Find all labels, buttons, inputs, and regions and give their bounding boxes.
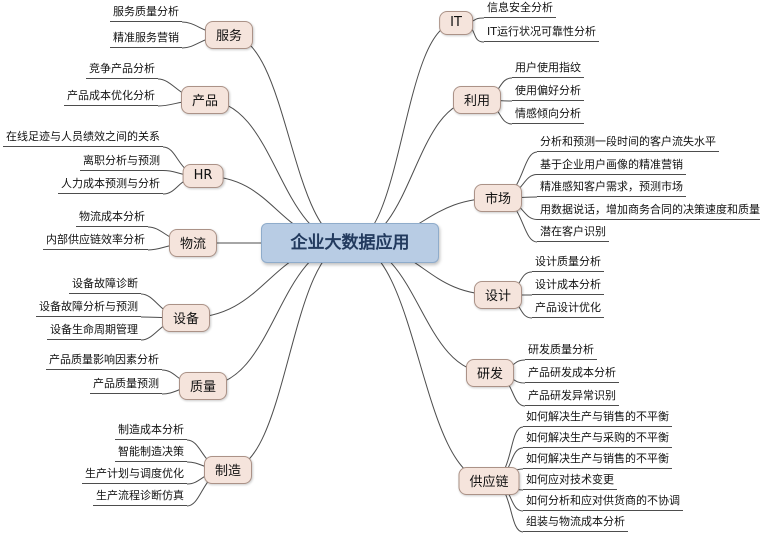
leaf-topic[interactable]: 设备生命周期管理 <box>47 320 141 340</box>
leaf-topic[interactable]: 产品研发异常识别 <box>525 386 619 406</box>
leaf-topic[interactable]: 产品研发成本分析 <box>525 363 619 383</box>
branch-topic-left-3[interactable]: 物流 <box>168 229 218 257</box>
leaf-topic[interactable]: 生产流程诊断仿真 <box>93 486 187 506</box>
branch-topic-right-3[interactable]: 设计 <box>473 281 523 309</box>
leaf-topic[interactable]: IT运行状况可靠性分析 <box>484 22 599 42</box>
connector-line <box>202 242 351 387</box>
leaf-topic[interactable]: 组装与物流成本分析 <box>523 512 628 532</box>
leaf-topic[interactable]: 设计成本分析 <box>532 275 604 295</box>
leaf-topic[interactable]: 如何解决生产与销售的不平衡 <box>523 407 672 427</box>
branch-topic-right-5[interactable]: 供应链 <box>458 467 520 495</box>
leaf-topic[interactable]: 分析和预测一段时间的客户流失水平 <box>537 132 719 152</box>
branch-topic-right-0[interactable]: IT <box>439 11 473 35</box>
branch-topic-left-1[interactable]: 产品 <box>180 86 230 114</box>
leaf-topic[interactable]: 基于企业用户画像的精准营销 <box>537 155 686 175</box>
leaf-topic[interactable]: 精准服务营销 <box>110 28 182 48</box>
branch-topic-left-5[interactable]: 质量 <box>178 372 228 400</box>
leaf-topic[interactable]: 产品质量影响因素分析 <box>46 350 162 370</box>
leaf-topic[interactable]: 用户使用指纹 <box>512 58 584 78</box>
leaf-topic[interactable]: 竞争产品分析 <box>86 59 158 79</box>
leaf-topic[interactable]: 设计质量分析 <box>532 252 604 272</box>
leaf-topic[interactable]: 用数据说话，增加商务合同的决策速度和质量 <box>537 200 760 220</box>
leaf-topic[interactable]: 如何应对技术变更 <box>523 470 617 490</box>
leaf-topic[interactable]: 情感倾向分析 <box>512 104 584 124</box>
branch-topic-right-1[interactable]: 利用 <box>452 86 502 114</box>
branch-topic-left-2[interactable]: HR <box>182 164 224 188</box>
leaf-topic[interactable]: 产品设计优化 <box>532 298 604 318</box>
connector-line <box>204 99 351 244</box>
branch-topic-left-0[interactable]: 服务 <box>204 21 254 49</box>
connector-line <box>349 22 457 244</box>
leaf-topic[interactable]: 在线足迹与人员绩效之间的关系 <box>3 127 163 147</box>
leaf-topic[interactable]: 精准感知客户需求，预测市场 <box>537 177 686 197</box>
central-topic[interactable]: 企业大数据应用 <box>261 223 439 263</box>
branch-topic-left-4[interactable]: 设备 <box>161 304 211 332</box>
leaf-topic[interactable]: 内部供应链效率分析 <box>43 230 148 250</box>
leaf-topic[interactable]: 物流成本分析 <box>76 207 148 227</box>
leaf-topic[interactable]: 研发质量分析 <box>525 340 597 360</box>
connector-line <box>227 242 351 471</box>
leaf-topic[interactable]: 潜在客户识别 <box>537 222 609 242</box>
leaf-topic[interactable]: 产品质量预测 <box>90 374 162 394</box>
leaf-topic[interactable]: 使用偏好分析 <box>512 81 584 101</box>
leaf-topic[interactable]: 如何解决生产与销售的不平衡 <box>523 449 672 469</box>
leaf-topic[interactable]: 设备故障分析与预测 <box>36 297 141 317</box>
leaf-topic[interactable]: 产品成本优化分析 <box>64 86 158 106</box>
branch-topic-right-2[interactable]: 市场 <box>473 184 523 212</box>
leaf-topic[interactable]: 制造成本分析 <box>115 420 187 440</box>
branch-topic-left-6[interactable]: 制造 <box>203 456 253 484</box>
branch-topic-right-4[interactable]: 研发 <box>465 359 515 387</box>
leaf-topic[interactable]: 信息安全分析 <box>484 0 556 18</box>
leaf-topic[interactable]: 生产计划与调度优化 <box>82 464 187 484</box>
leaf-topic[interactable]: 设备故障诊断 <box>69 274 141 294</box>
leaf-topic[interactable]: 离职分析与预测 <box>80 151 163 171</box>
connector-line <box>228 34 351 244</box>
leaf-topic[interactable]: 如何分析和应对供货商的不协调 <box>523 491 683 511</box>
connector-line <box>349 99 478 244</box>
leaf-topic[interactable]: 服务质量分析 <box>110 2 182 22</box>
leaf-topic[interactable]: 智能制造决策 <box>115 442 187 462</box>
leaf-topic[interactable]: 如何解决生产与采购的不平衡 <box>523 428 672 448</box>
leaf-topic[interactable]: 人力成本预测与分析 <box>58 174 163 194</box>
